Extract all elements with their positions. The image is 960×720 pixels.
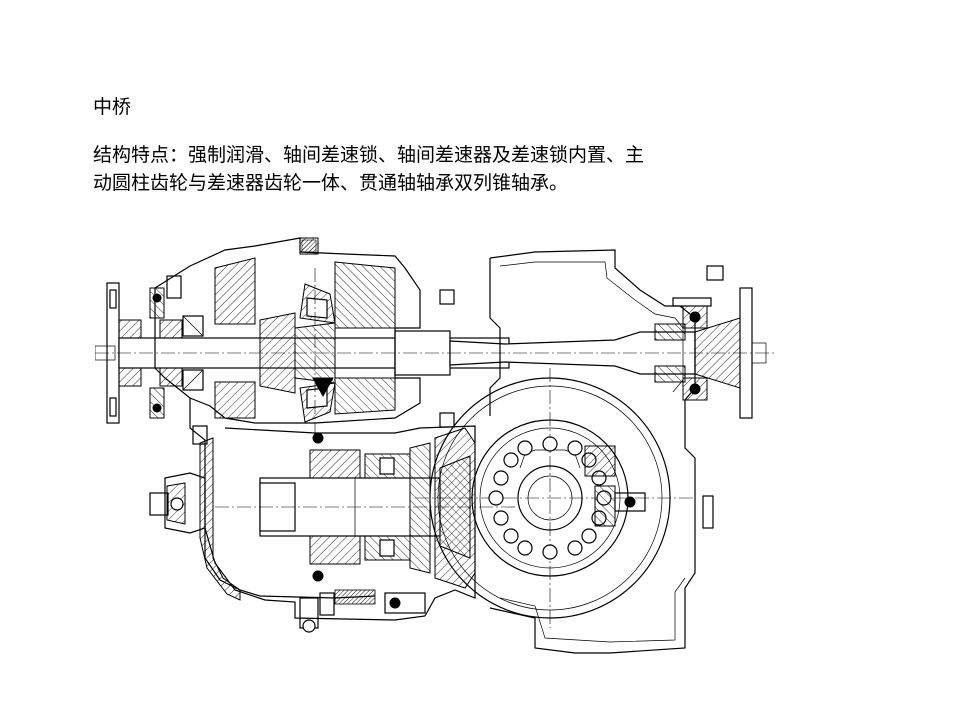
inter-axle-differential-housing [154, 237, 421, 424]
pinion-bearings [309, 432, 411, 582]
slide-title: 中桥 [93, 96, 132, 118]
axle-drawing-svg [95, 237, 775, 654]
inter-axle-differential-gears [259, 268, 336, 438]
description-line-2: 动圆柱齿轮与差速器齿轮一体、贯通轴轴承双列锥轴承。 [93, 172, 569, 194]
description-line-1: 结构特点：强制润滑、轴间差速锁、轴间差速器及差速锁内置、主 [93, 144, 645, 166]
housing-bolts [166, 265, 724, 529]
output-flange [654, 287, 767, 419]
slide-description: 结构特点：强制润滑、轴间差速锁、轴间差速器及差速锁内置、主 动圆柱齿轮与差速器齿… [93, 141, 813, 197]
axle-cross-section-drawing [95, 228, 775, 673]
main-reducer-housing [489, 249, 696, 654]
oil-passage [204, 528, 426, 633]
differential-lock-actuator [584, 445, 646, 527]
differential-case [415, 368, 695, 628]
through-shaft-bearings [149, 287, 204, 419]
crown-wheel [409, 427, 476, 589]
